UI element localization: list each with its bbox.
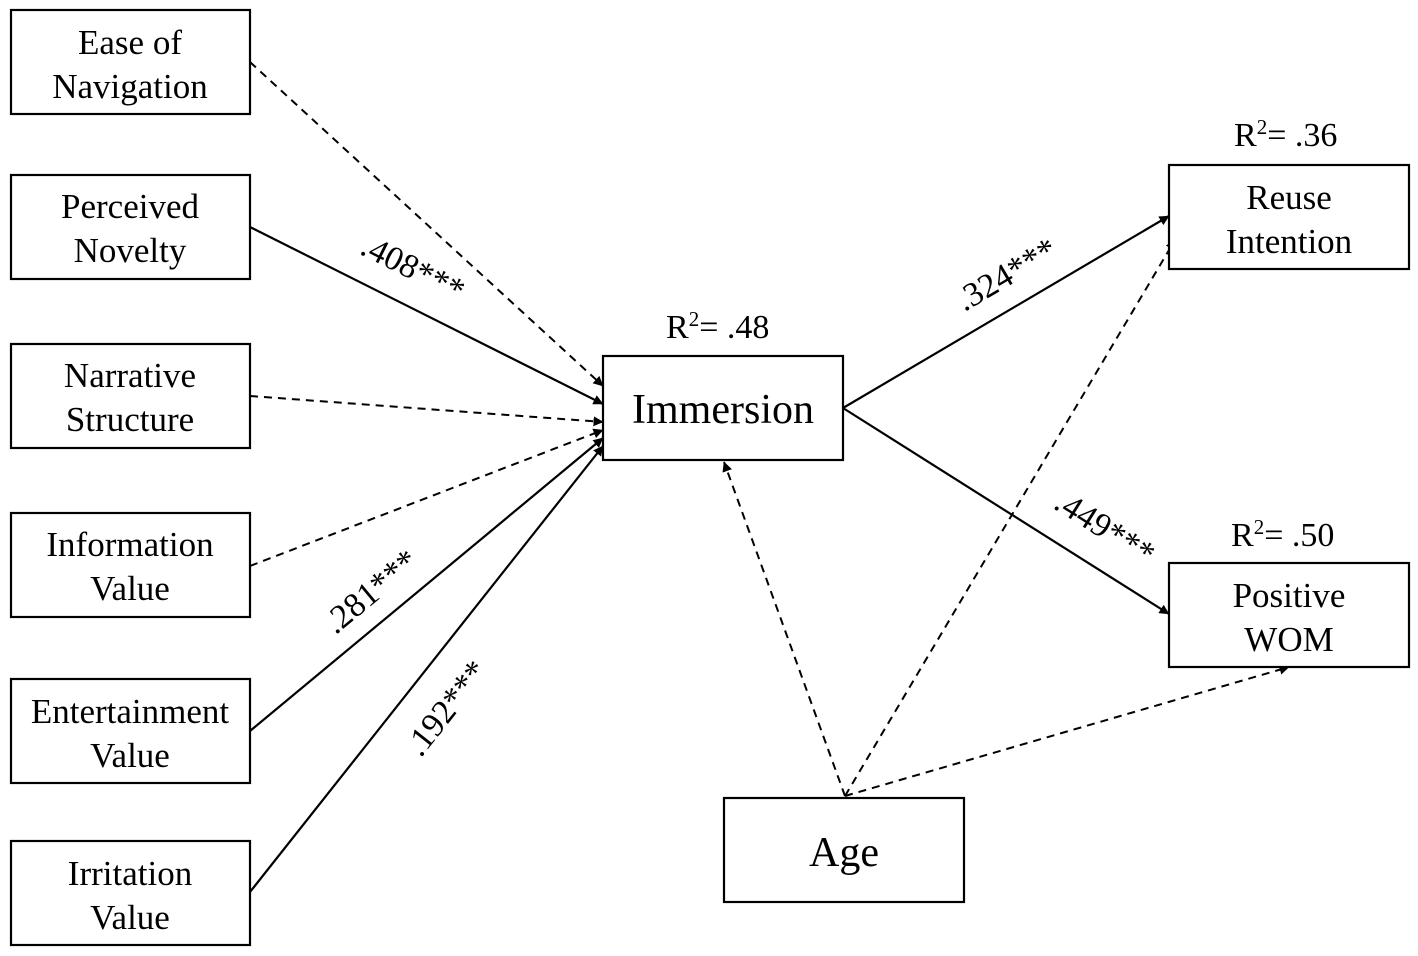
node-label-line-1: Reuse: [1246, 178, 1332, 217]
node-positive-wom: Positive WOM: [1167, 561, 1411, 669]
path-information-value-to-immersion: [249, 428, 604, 567]
r-squared-superscript: 2: [689, 307, 700, 331]
node-immersion: Immersion: [601, 354, 845, 462]
node-label-line-2: WOM: [1244, 620, 1333, 659]
path-entertainment-value-to-immersion: [249, 437, 604, 732]
r-squared-prefix: R: [1231, 517, 1254, 554]
coefficient-immersion-reuse: .324***: [950, 231, 1064, 319]
r-squared-superscript: 2: [1254, 515, 1265, 539]
node-label-line-1: Information: [46, 525, 213, 564]
path-perceived-novelty-to-immersion: [249, 226, 604, 405]
path-narrative-structure-to-immersion: [249, 395, 604, 427]
node-label-line-2: Structure: [66, 400, 194, 439]
node-label-line-1: Irritation: [68, 854, 192, 893]
node-information-value: Information Value: [9, 511, 252, 619]
r-squared-positive-wom: R2= .50: [1231, 515, 1334, 554]
node-age: Age: [722, 796, 966, 904]
path-age-to-immersion: [722, 461, 846, 797]
coefficient-immersion-wom: .449***: [1048, 483, 1161, 573]
r-squared-value: = .36: [1267, 117, 1337, 154]
node-label-line-2: Intention: [1226, 222, 1352, 261]
path-age-to-positive-wom: [844, 664, 1290, 797]
node-irritation-value: Irritation Value: [9, 839, 252, 947]
node-label-line-1: Ease of: [78, 23, 182, 62]
node-ease-of-navigation: Ease of Navigation: [9, 8, 252, 116]
node-label-line-2: Value: [90, 569, 170, 608]
r-squared-reuse-intention: R2= .36: [1234, 115, 1337, 154]
node-label: Age: [809, 830, 879, 876]
node-label-line-2: Value: [90, 736, 170, 775]
node-label: Immersion: [632, 387, 814, 433]
r-squared-immersion: R2= .48: [666, 307, 769, 346]
coefficient-novelty-immersion: .408***: [355, 227, 470, 310]
r-squared-prefix: R: [666, 309, 689, 346]
node-reuse-intention: Reuse Intention: [1167, 163, 1411, 271]
node-label-line-1: Perceived: [61, 187, 199, 226]
node-label-line-2: Novelty: [74, 231, 187, 270]
node-label-line-2: Navigation: [52, 67, 208, 106]
r-squared-superscript: 2: [1257, 115, 1268, 139]
r-squared-value: = .50: [1264, 517, 1334, 554]
node-entertainment-value: Entertainment Value: [9, 677, 252, 785]
path-irritation-value-to-immersion: [249, 445, 604, 893]
coefficient-irritation-immersion: .192***: [398, 654, 496, 764]
node-narrative-structure: Narrative Structure: [9, 342, 252, 450]
path-ease-of-navigation-to-immersion: [249, 61, 604, 387]
path-immersion-to-positive-wom: [842, 407, 1170, 615]
node-label-line-2: Value: [90, 898, 170, 937]
node-perceived-novelty: Perceived Novelty: [9, 173, 252, 281]
node-label-line-1: Positive: [1233, 576, 1346, 615]
path-immersion-to-reuse-intention: [842, 215, 1170, 409]
coefficient-entertainment-immersion: .281***: [317, 542, 426, 641]
r-squared-prefix: R: [1234, 117, 1257, 154]
r-squared-value: = .48: [699, 309, 769, 346]
node-label-line-1: Entertainment: [31, 692, 230, 731]
node-label-line-1: Narrative: [64, 356, 196, 395]
path-age-to-reuse-intention: [844, 239, 1176, 797]
